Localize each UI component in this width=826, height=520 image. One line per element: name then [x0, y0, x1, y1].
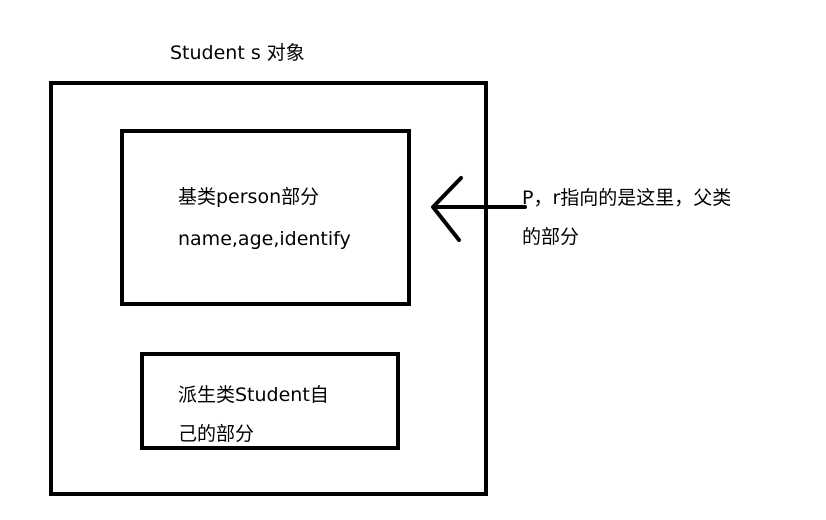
- student-object-box: [49, 81, 488, 496]
- derived-class-box: [140, 352, 400, 450]
- base-class-members: name,age,identify: [178, 228, 351, 250]
- derived-class-label-line1: 派生类Student自: [178, 384, 329, 406]
- annotation-line1: P，r指向的是这里，父类: [522, 187, 732, 209]
- derived-class-label-line2: 己的部分: [178, 423, 255, 445]
- base-class-box: [120, 129, 411, 306]
- annotation-line2: 的部分: [522, 226, 580, 248]
- diagram-title: Student s 对象: [170, 42, 305, 64]
- base-class-label: 基类person部分: [178, 186, 320, 208]
